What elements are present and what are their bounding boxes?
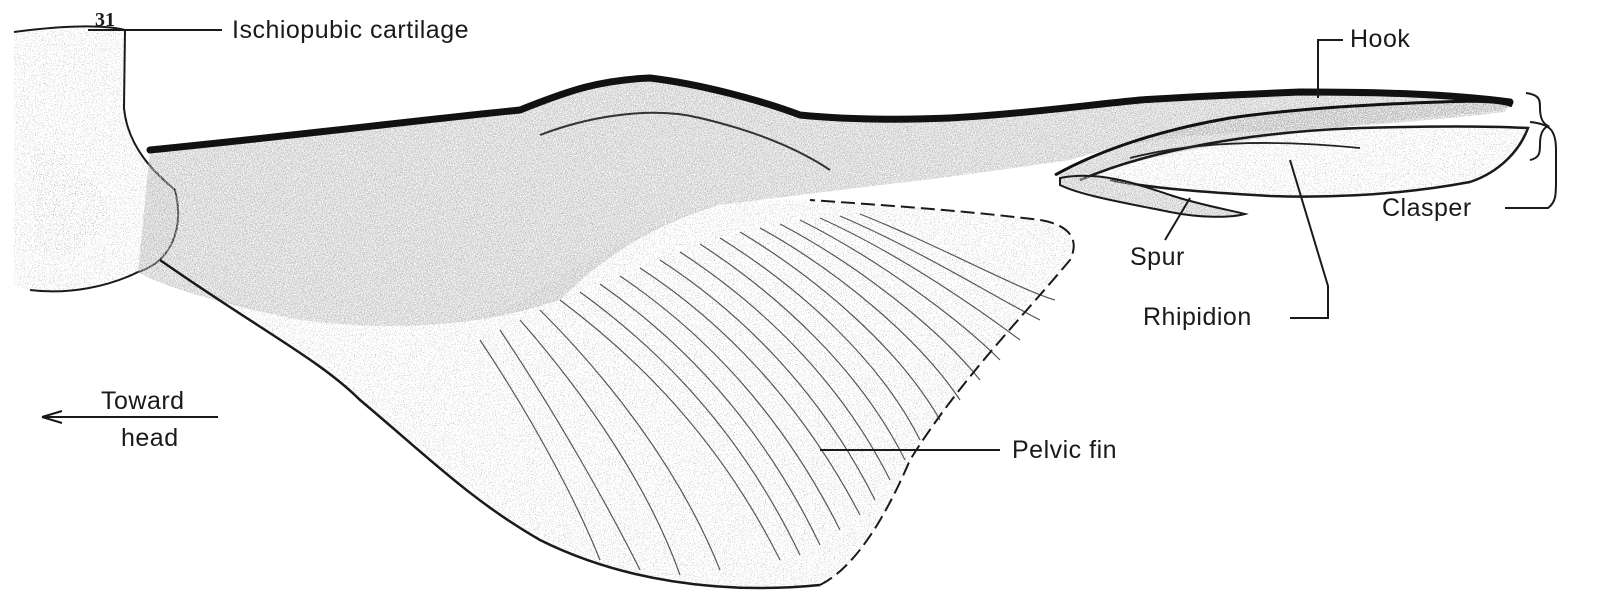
figure-number: 31 <box>95 10 115 30</box>
label-pelvic-fin: Pelvic fin <box>1012 438 1117 463</box>
label-rhipidion: Rhipidion <box>1143 305 1252 330</box>
label-toward: Toward <box>101 389 185 414</box>
leader-clasper-bracket-outer <box>1526 93 1548 160</box>
label-head: head <box>121 426 179 451</box>
label-clasper: Clasper <box>1382 196 1472 221</box>
label-ischiopubic-cartilage: Ischiopubic cartilage <box>232 18 469 43</box>
label-hook: Hook <box>1350 27 1410 52</box>
label-spur: Spur <box>1130 245 1185 270</box>
